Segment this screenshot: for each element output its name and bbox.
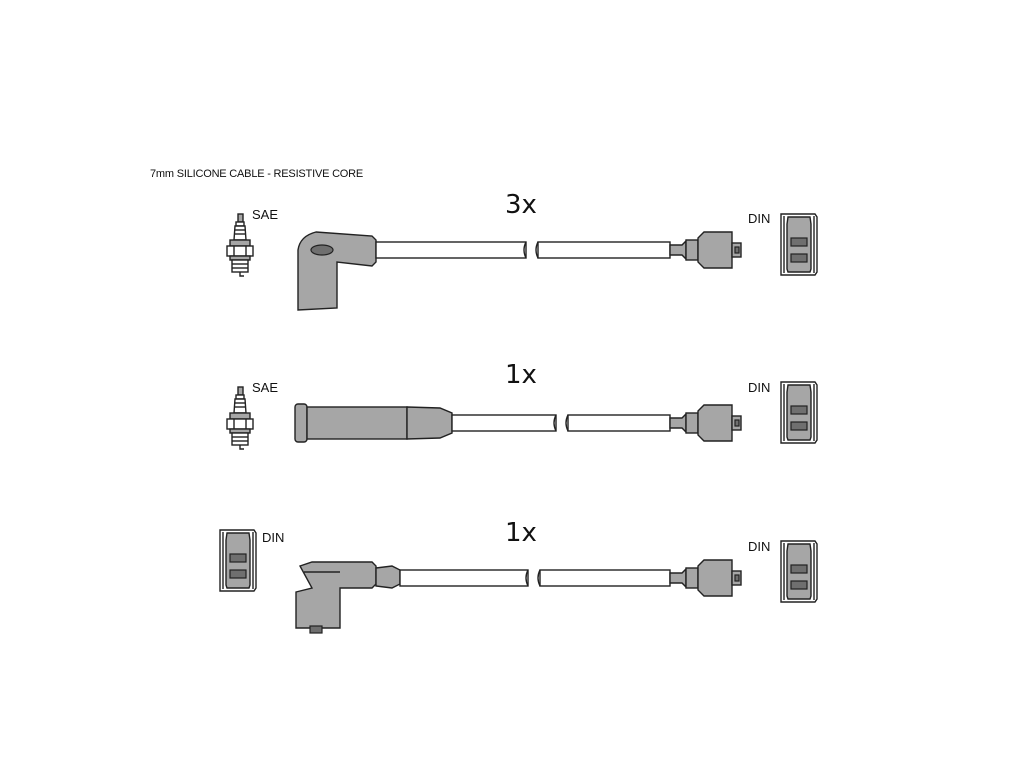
row-1-sparkplug-icon xyxy=(226,213,254,277)
row-2-coil-connector xyxy=(669,404,742,442)
row-1-din-cap-icon xyxy=(780,213,818,276)
row-3-coil-connector xyxy=(669,559,742,597)
row-2-sparkplug-icon xyxy=(226,386,254,450)
row-1-coil-connector xyxy=(669,231,742,269)
row-1-right-label: DIN xyxy=(748,211,771,226)
row-2-quantity: 1x xyxy=(505,360,537,390)
row-3-din-cap-icon xyxy=(219,529,257,592)
row-3-din-cap-icon-right xyxy=(780,540,818,603)
row-2-right-label: DIN xyxy=(748,380,771,395)
row-2-cable xyxy=(451,414,671,432)
row-1-quantity: 3x xyxy=(505,190,537,220)
row-3-left-label: DIN xyxy=(262,530,285,545)
row-3-cable xyxy=(375,565,671,589)
row-1-cable xyxy=(375,241,671,259)
row-1-angled-boot xyxy=(297,231,377,311)
row-2-din-cap-icon xyxy=(780,381,818,444)
row-2-left-label: SAE xyxy=(252,380,279,395)
row-3-quantity: 1x xyxy=(505,518,537,548)
row-3-angled-boot xyxy=(295,561,377,634)
row-3-right-label: DIN xyxy=(748,539,771,554)
diagram-caption: 7mm SILICONE CABLE - RESISTIVE CORE xyxy=(150,168,364,180)
row-2-straight-boot xyxy=(294,403,453,443)
row-1-left-label: SAE xyxy=(252,207,279,222)
